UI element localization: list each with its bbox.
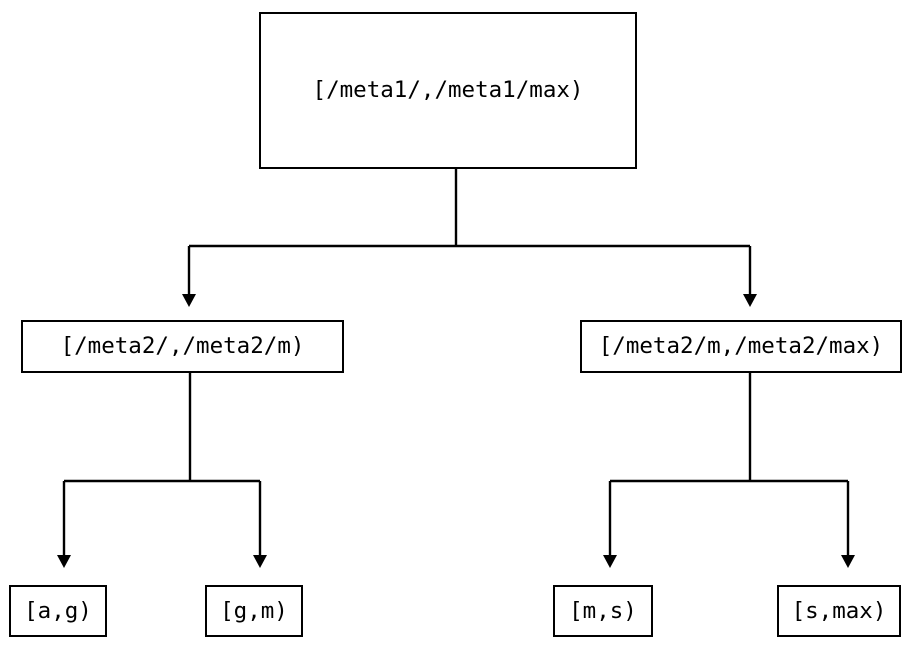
tree-node-leaf-ms-label: [m,s) bbox=[569, 597, 637, 624]
edge-root-to-mid-left bbox=[182, 246, 196, 307]
tree-node-leaf-ms: [m,s) bbox=[553, 585, 653, 637]
tree-node-mid-left: [/meta2/,/meta2/m) bbox=[21, 320, 344, 373]
tree-node-leaf-smax: [s,max) bbox=[777, 585, 901, 637]
edge-mid-left-to-leaf-gm bbox=[253, 481, 267, 568]
tree-node-mid-right: [/meta2/m,/meta2/max) bbox=[580, 320, 902, 373]
tree-node-mid-right-label: [/meta2/m,/meta2/max) bbox=[598, 333, 884, 360]
edge-mid-right-trunk bbox=[610, 373, 848, 483]
edge-mid-left-to-leaf-ag bbox=[57, 481, 71, 568]
tree-node-root: [/meta1/,/meta1/max) bbox=[259, 12, 637, 169]
tree-node-leaf-ag: [a,g) bbox=[9, 585, 107, 637]
tree-node-leaf-gm-label: [g,m) bbox=[220, 597, 288, 624]
edge-root-trunk bbox=[189, 169, 750, 248]
edge-mid-right-to-leaf-ms bbox=[603, 481, 617, 568]
edge-mid-right-to-leaf-smax bbox=[841, 481, 855, 568]
tree-node-root-label: [/meta1/,/meta1/max) bbox=[312, 77, 584, 104]
tree-node-leaf-gm: [g,m) bbox=[205, 585, 303, 637]
tree-node-leaf-smax-label: [s,max) bbox=[791, 597, 887, 624]
tree-node-mid-left-label: [/meta2/,/meta2/m) bbox=[60, 333, 305, 360]
edge-root-to-mid-right bbox=[743, 246, 757, 307]
tree-node-leaf-ag-label: [a,g) bbox=[24, 597, 92, 624]
edge-mid-left-trunk bbox=[64, 373, 260, 483]
